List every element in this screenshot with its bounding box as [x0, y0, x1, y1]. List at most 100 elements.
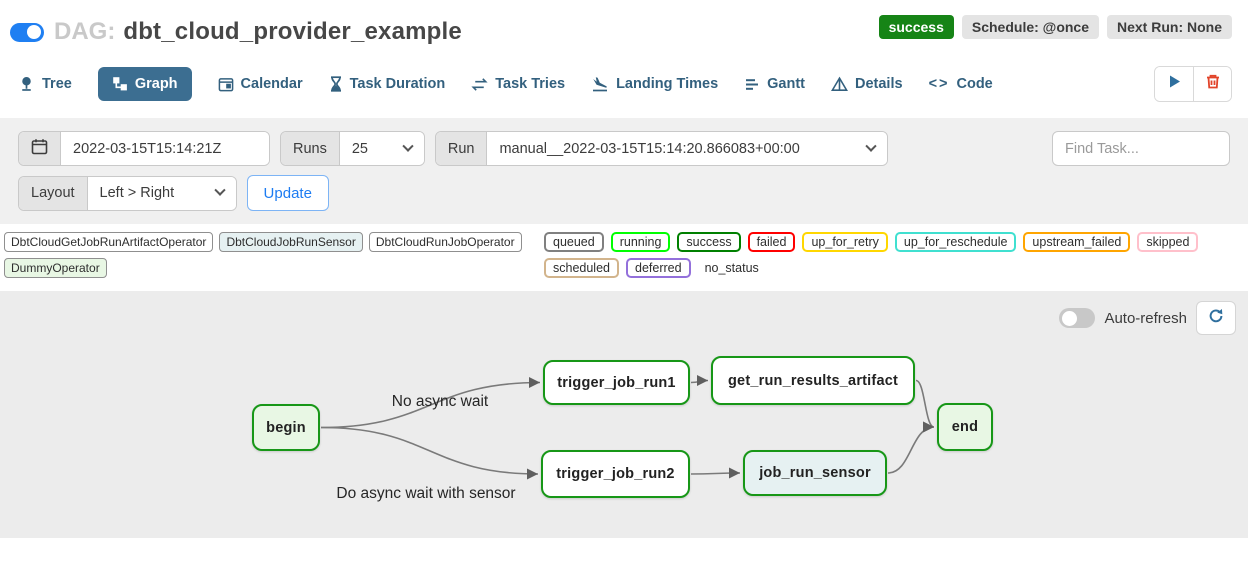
play-icon [1167, 74, 1182, 94]
tab-graph[interactable]: Graph [97, 67, 192, 101]
landing-icon [591, 76, 609, 92]
run-label: Run [435, 132, 488, 165]
state-legend-item-up_for_reschedule[interactable]: up_for_reschedule [894, 232, 1017, 252]
layout-group: Layout Left > Right [18, 175, 237, 211]
calendar-icon [31, 138, 48, 159]
next-run-badge: Next Run: None [1107, 15, 1232, 39]
dag-action-buttons [1154, 66, 1232, 102]
operator-legend-item: DbtCloudGetJobRunArtifactOperator [4, 232, 214, 252]
operator-legend-item: DbtCloudJobRunSensor [219, 232, 363, 252]
toggle-knob [27, 25, 41, 39]
graph-canvas: Auto-refresh begin trigger_job_run1 get_ru… [0, 291, 1248, 538]
tab-label: Tree [42, 76, 72, 92]
task-node-job_run_sensor[interactable]: job_run_sensor [743, 450, 887, 496]
repeat-icon [471, 77, 488, 92]
state-legend-item-up_for_retry[interactable]: up_for_retry [802, 232, 888, 252]
state-legend-item-scheduled[interactable]: scheduled [544, 258, 619, 278]
tab-label: Landing Times [616, 76, 719, 92]
trigger-dag-button[interactable] [1155, 67, 1193, 101]
toggle-knob [1062, 310, 1078, 326]
operator-legend-item: DbtCloudRunJobOperator [368, 232, 522, 252]
status-badge: success [878, 15, 954, 39]
run-group: Run manual__2022-03-15T15:14:20.866083+0… [434, 131, 889, 166]
state-legend-item-failed[interactable]: failed [747, 232, 796, 252]
tab-details[interactable]: Details [831, 76, 903, 92]
state-legend-item-deferred[interactable]: deferred [626, 258, 691, 278]
tab-label: Task Duration [349, 76, 446, 92]
base-date-input[interactable] [61, 132, 269, 165]
task-node-end[interactable]: end [937, 403, 993, 451]
task-node-get_run_results_artifact[interactable]: get_run_results_artifact [711, 356, 915, 405]
refresh-icon [1207, 307, 1225, 330]
tab-label: Code [956, 76, 993, 92]
tab-task-duration[interactable]: Task Duration [329, 76, 446, 92]
task-node-trigger_job_run2[interactable]: trigger_job_run2 [541, 450, 690, 498]
chevron-down-icon [402, 140, 414, 152]
runs-value: 25 [351, 140, 368, 157]
state-legend: queued running success failed up_for_retry up… [544, 232, 1244, 278]
task-node-begin[interactable]: begin [252, 404, 320, 451]
task-node-trigger_job_run1[interactable]: trigger_job_run1 [543, 360, 690, 405]
state-legend-item-running[interactable]: running [610, 232, 671, 252]
chevron-down-icon [865, 140, 878, 152]
code-icon: <> [928, 76, 950, 92]
tab-calendar[interactable]: Calendar [218, 76, 303, 92]
edge-begin-to-trigger_job_run1 [320, 376, 541, 429]
dag-header: DAG: dbt_cloud_provider_example success … [0, 0, 1248, 52]
run-value: manual__2022-03-15T15:14:20.866083+00:00 [499, 140, 800, 157]
pin-icon [18, 76, 35, 93]
trash-icon [1205, 73, 1221, 95]
run-select[interactable]: manual__2022-03-15T15:14:20.866083+00:00 [487, 132, 888, 165]
tab-label: Details [855, 76, 903, 92]
refresh-button[interactable] [1196, 301, 1236, 335]
layout-select[interactable]: Left > Right [87, 176, 236, 210]
dag-pause-toggle[interactable] [10, 22, 44, 42]
edge-get_run_results_artifact-to-end [915, 379, 935, 433]
state-legend-item-queued[interactable]: queued [544, 232, 604, 252]
tab-label: Gantt [767, 76, 805, 92]
tab-task-tries[interactable]: Task Tries [471, 76, 565, 92]
calendar-button[interactable] [19, 132, 61, 165]
state-legend-item-success[interactable]: success [677, 232, 741, 252]
operator-legend-item: DummyOperator [4, 258, 107, 278]
base-date-group [18, 131, 270, 166]
edge-job_run_sensor-to-end [887, 421, 935, 474]
update-button[interactable]: Update [246, 175, 329, 211]
tab-label: Calendar [240, 76, 303, 92]
view-tabs: Tree Graph Calendar Task Duration Task Tries… [0, 52, 1248, 112]
find-task-input[interactable] [1052, 131, 1230, 166]
schedule-badge: Schedule: @once [961, 15, 1099, 39]
gantt-icon [744, 77, 760, 92]
edge-trigger_job_run1-to-get_run_results_artifact [690, 374, 709, 387]
state-legend-item-upstream_failed[interactable]: upstream_failed [1023, 232, 1131, 252]
tab-landing-times[interactable]: Landing Times [591, 76, 718, 92]
tab-tree[interactable]: Tree [18, 76, 72, 93]
delete-dag-button[interactable] [1193, 67, 1231, 101]
dag-title-prefix: DAG: [54, 18, 116, 45]
runs-select[interactable]: 25 [339, 132, 424, 165]
tab-label: Graph [134, 76, 178, 92]
layout-label: Layout [19, 176, 88, 210]
hourglass-icon [329, 76, 343, 92]
graph-icon [112, 76, 128, 92]
layout-value: Left > Right [99, 185, 175, 201]
header-badges: success Schedule: @once Next Run: None [878, 15, 1232, 39]
tab-gantt[interactable]: Gantt [744, 76, 805, 92]
runs-label: Runs [281, 132, 340, 165]
triangle-icon [831, 76, 848, 92]
auto-refresh-toggle[interactable] [1059, 308, 1096, 328]
edge-trigger_job_run2-to-job_run_sensor [690, 467, 741, 479]
state-legend-item-no-status: no_status [704, 261, 759, 275]
tab-code[interactable]: <> Code [929, 76, 993, 92]
auto-refresh-label: Auto-refresh [1104, 309, 1187, 327]
runs-group: Runs 25 [280, 131, 425, 166]
state-legend-item-skipped[interactable]: skipped [1137, 232, 1199, 252]
edge-label: Do async wait with sensor [336, 485, 516, 502]
tab-label: Task Tries [495, 76, 566, 92]
edge-begin-to-trigger_job_run2 [320, 426, 539, 480]
filter-panel: Runs 25 Run manual__2022-03-15T15:14:20.… [0, 118, 1248, 224]
dag-edges [320, 374, 935, 480]
edge-label: No async wait [391, 393, 489, 410]
